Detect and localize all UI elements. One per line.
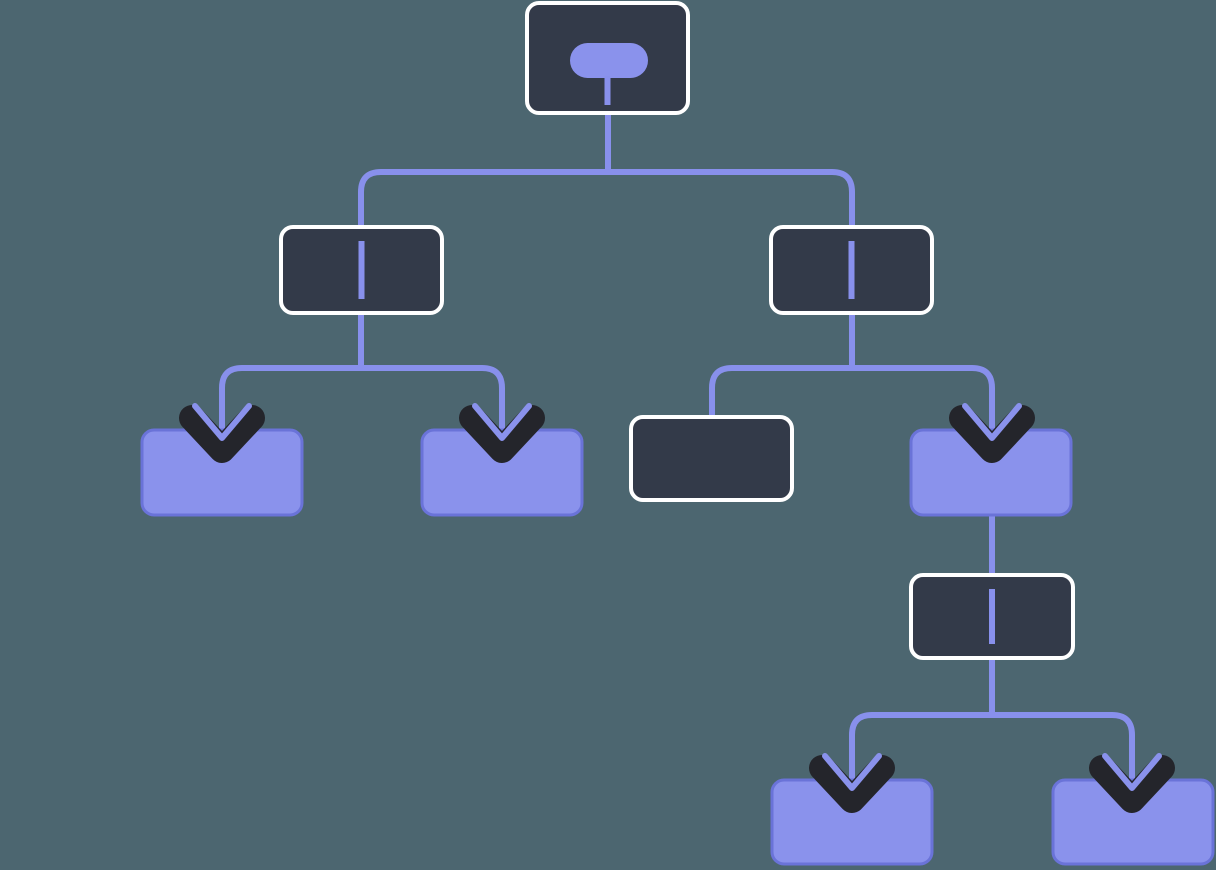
leaf-node-2-surface[interactable] — [420, 428, 584, 517]
branch-node-right[interactable] — [769, 225, 934, 315]
leaf-node-4-surface[interactable] — [770, 778, 934, 866]
arrowheads-layer — [179, 403, 1175, 813]
arrowhead-leaf-5-highlight-chevron — [1102, 753, 1162, 791]
leaf-node-1-surface[interactable] — [140, 428, 304, 517]
dark-leaf-node-surface[interactable] — [629, 415, 794, 502]
arrowhead-leaf-3-dark-chevron — [949, 405, 1035, 463]
arrowhead-leaf-3-highlight-chevron — [962, 403, 1022, 441]
leaf-node-1[interactable] — [140, 428, 304, 517]
leaf-node-2[interactable] — [420, 428, 584, 517]
leaf-node-4[interactable] — [770, 778, 934, 866]
arrowhead-leaf-2-highlight-chevron — [472, 403, 532, 441]
arrowhead-leaf-2-dark-chevron — [459, 405, 545, 463]
connector-left-branch-split-drop-2 — [361, 365, 505, 445]
sub-branch-node[interactable] — [909, 573, 1075, 660]
arrowhead-leaf-4-dark-chevron — [809, 755, 895, 813]
connector-left-branch-split-drop-1 — [219, 365, 361, 445]
nodes-layer — [140, 1, 1215, 866]
connector-right-branch-split-drop-2 — [852, 365, 995, 445]
arrowhead-leaf-1-highlight-chevron — [192, 403, 252, 441]
arrowhead-leaf-4-highlight-chevron — [822, 753, 882, 791]
connector-right-branch-split-drop-1 — [709, 365, 852, 445]
connector-root-to-branches-drop-1 — [358, 169, 608, 240]
connector-subbranch-split-drop-1 — [849, 712, 992, 795]
arrowhead-leaf-5-dark-chevron — [1089, 755, 1175, 813]
root-node[interactable] — [525, 1, 690, 115]
connector-root-to-branches-drop-2 — [608, 169, 855, 240]
root-badge-pill[interactable] — [570, 43, 648, 78]
connector-subbranch-split-drop-2 — [992, 712, 1135, 795]
arrowhead-leaf-1-dark-chevron — [179, 405, 265, 463]
branch-node-left[interactable] — [279, 225, 444, 315]
dark-leaf-node[interactable] — [629, 415, 794, 502]
